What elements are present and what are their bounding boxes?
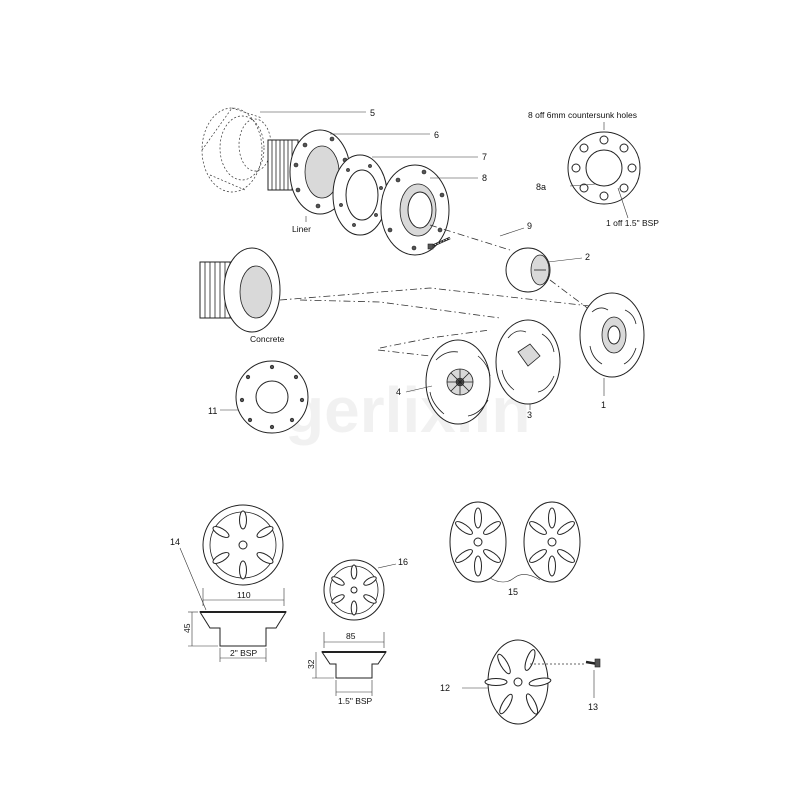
screw-icon (427, 236, 451, 250)
callout-5: 5 (370, 108, 375, 118)
note-countersunk-holes: 8 off 6mm countersunk holes (528, 110, 637, 120)
caption-liner: Liner (292, 224, 311, 234)
callout-9: 9 (527, 221, 532, 231)
callout-3: 3 (527, 410, 532, 420)
dimension-lines-14 (179, 547, 285, 662)
dim-2in-bsp: 2" BSP (230, 648, 257, 658)
dim-32: 32 (306, 659, 316, 669)
part-14-drain-plan (202, 504, 284, 586)
callout-1: 1 (601, 400, 606, 410)
callout-8: 8 (482, 173, 487, 183)
leader-lines-upper (220, 111, 629, 411)
part-3-grille (495, 319, 561, 405)
watermark: gerlixiin (285, 374, 530, 446)
part-11-flange-plan (235, 360, 309, 434)
part-8a-flange-plan (567, 131, 641, 205)
dim-85: 85 (346, 631, 356, 641)
callout-4: 4 (396, 387, 401, 397)
dim-45: 45 (182, 623, 192, 633)
part-16-drain-plan (323, 559, 385, 621)
part-15-cover-left (449, 501, 507, 583)
part-8-face-flange (380, 164, 450, 256)
part-4-grille (425, 339, 491, 425)
callout-7: 7 (482, 152, 487, 162)
leader-lines-12-13 (462, 663, 595, 698)
callout-2: 2 (585, 252, 590, 262)
callout-16: 16 (398, 557, 408, 567)
callout-6: 6 (434, 130, 439, 140)
leader-lines-15 (489, 574, 541, 583)
callout-14: 14 (170, 537, 180, 547)
alignment-lines-upper (279, 224, 591, 357)
dimension-lines-16 (312, 563, 397, 696)
part-5-threaded-body (201, 107, 272, 193)
eyeball-icon (505, 247, 551, 293)
note-bsp-thread: 1 off 1.5" BSP (606, 218, 659, 228)
caption-concrete: Concrete (250, 334, 285, 344)
part-7-gasket (332, 154, 388, 236)
callout-13: 13 (588, 702, 598, 712)
grille-icon (579, 292, 645, 378)
part-16-drain-side (321, 651, 387, 679)
callout-11: 11 (208, 406, 217, 416)
screw-13-icon (585, 658, 601, 668)
dim-1-5in-bsp: 1.5" BSP (338, 696, 373, 706)
part-12-slotted-cover (484, 639, 552, 725)
callout-12: 12 (440, 683, 450, 693)
part-14-drain-side (199, 611, 287, 647)
concrete-housing (199, 247, 281, 333)
part-15-cover-right (523, 501, 581, 583)
callout-8a: 8a (536, 182, 546, 192)
callout-15: 15 (508, 587, 518, 597)
dim-110: 110 (237, 590, 251, 600)
